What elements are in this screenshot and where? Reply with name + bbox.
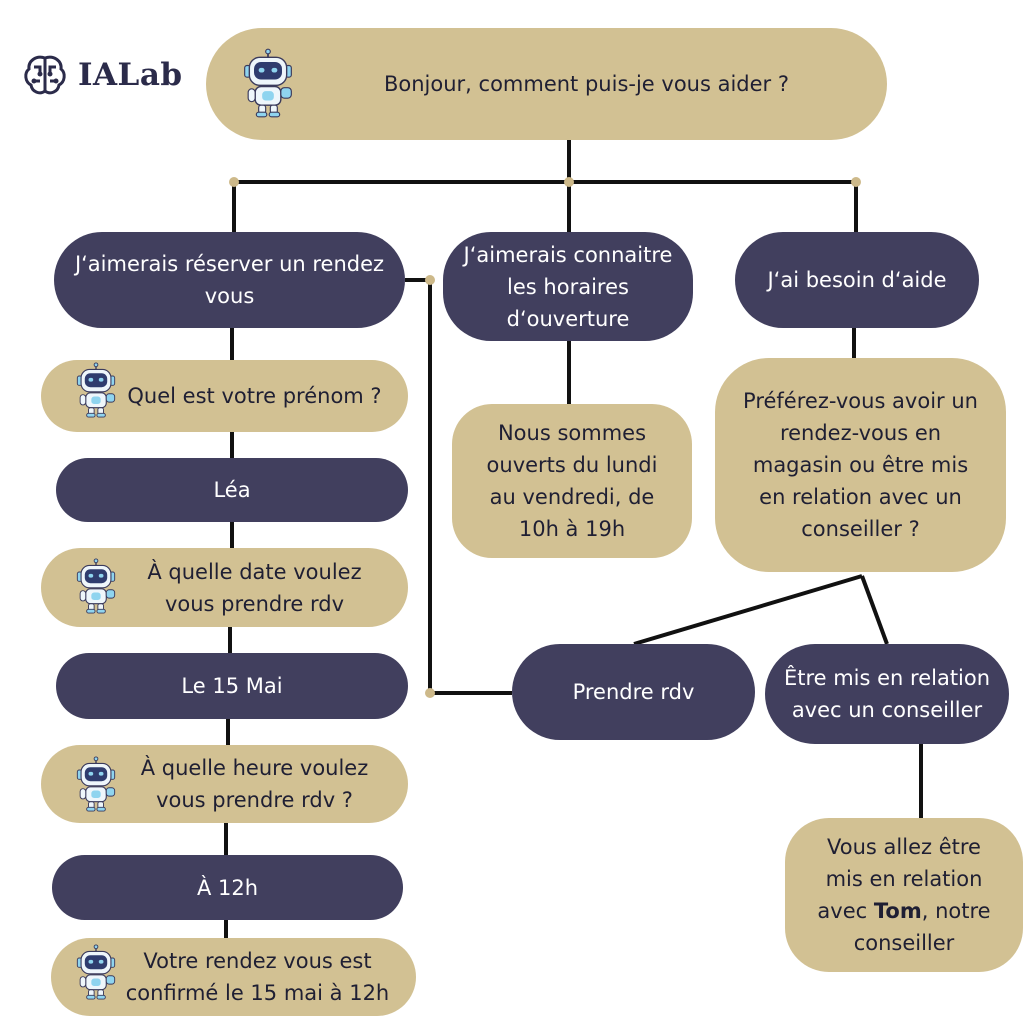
- logo-text: IALab: [78, 57, 183, 93]
- answer-date-text: Le 15 Mai: [181, 674, 283, 698]
- option-advisor-node[interactable]: Être mis en relation avec un conseiller: [765, 644, 1009, 744]
- option-advisor-text: Être mis en relation avec un conseiller: [783, 666, 991, 722]
- answer-name-node[interactable]: Léa: [56, 458, 408, 522]
- confirmation-text: Votre rendez vous est confirmé le 15 mai…: [125, 949, 390, 1005]
- advisor-name: Tom: [873, 899, 922, 923]
- option-prendre-rdv-text: Prendre rdv: [572, 680, 695, 704]
- advisor-answer-pre: Vous allez être mis en relation avec: [817, 835, 983, 923]
- advisor-answer-text: Vous allez être mis en relation avec Tom…: [807, 831, 1001, 959]
- answer-time-node[interactable]: À 12h: [52, 855, 403, 920]
- option-help-node[interactable]: J‘ai besoin d‘aide: [735, 232, 979, 328]
- help-question-node: Préférez-vous avoir un rendez-vous en ma…: [715, 358, 1006, 572]
- answer-name-text: Léa: [213, 478, 251, 502]
- ask-date-text: À quelle date voulez vous prendre rdv: [147, 559, 362, 616]
- brain-circuit-icon: [24, 55, 66, 95]
- hours-answer-node: Nous sommes ouverts du lundi au vendredi…: [452, 404, 692, 558]
- ask-date-node: À quelle date voulez vous prendre rdv: [41, 548, 408, 627]
- robot-icon: [70, 558, 122, 614]
- advisor-answer-node: Vous allez être mis en relation avec Tom…: [785, 818, 1023, 972]
- option-hours-text: J‘aimerais connaitre les horaires d‘ouve…: [463, 242, 673, 331]
- ask-time-text: À quelle heure voulez vous prendre rdv ?: [140, 756, 369, 812]
- robot-icon: [70, 944, 122, 1000]
- root-greeting-text: Bonjour, comment puis-je vous aider ?: [383, 72, 790, 96]
- brand-logo: IALab: [22, 50, 183, 100]
- help-question-text: Préférez-vous avoir un rendez-vous en ma…: [743, 389, 978, 541]
- option-reserve-node[interactable]: J‘aimerais réserver un rendez vous: [54, 232, 405, 328]
- answer-time-text: À 12h: [196, 875, 259, 900]
- option-help-text: J‘ai besoin d‘aide: [767, 268, 947, 292]
- option-reserve-text: J‘aimerais réserver un rendez vous: [74, 252, 385, 308]
- option-prendre-rdv-node[interactable]: Prendre rdv: [512, 644, 755, 740]
- robot-icon: [70, 362, 122, 418]
- ask-name-text: Quel est votre prénom ?: [127, 384, 382, 408]
- option-hours-node[interactable]: J‘aimerais connaitre les horaires d‘ouve…: [443, 232, 693, 341]
- robot-icon: [238, 48, 298, 118]
- root-greeting-node: Bonjour, comment puis-je vous aider ?: [206, 28, 887, 140]
- answer-date-node[interactable]: Le 15 Mai: [56, 653, 408, 719]
- advisor-answer-post: , notre conseiller: [853, 899, 991, 955]
- hours-answer-text: Nous sommes ouverts du lundi au vendredi…: [486, 421, 658, 541]
- robot-icon: [70, 756, 122, 812]
